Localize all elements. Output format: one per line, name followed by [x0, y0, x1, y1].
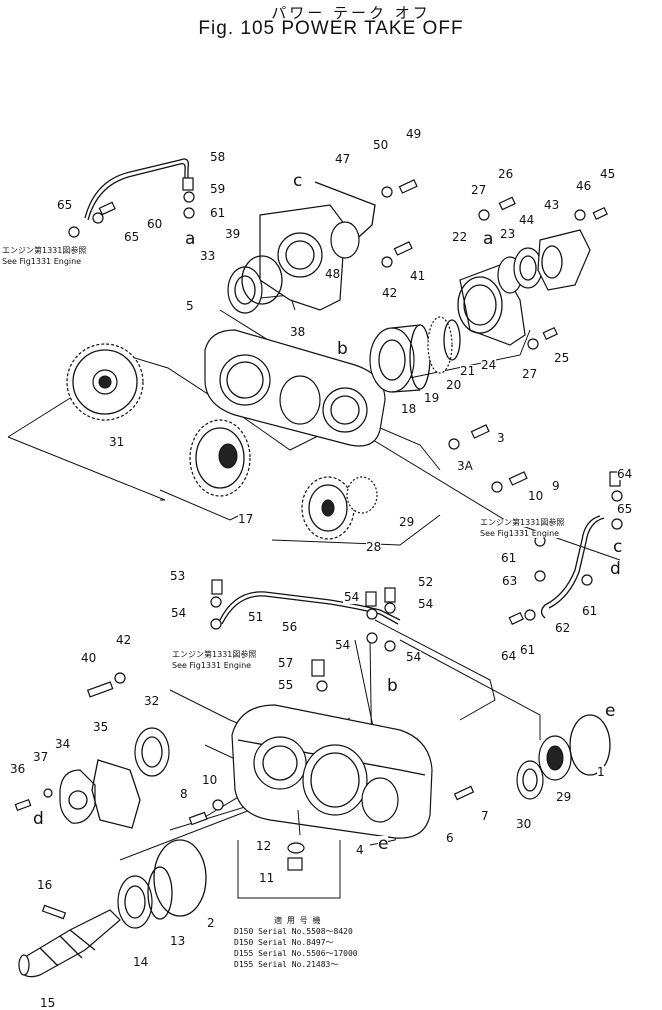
bearing-33 [227, 255, 283, 314]
oil-tube-right [540, 515, 605, 619]
serial-applicability-note: 適 用 号 機 D150 Serial No.5508～8420 D150 Se… [234, 915, 358, 970]
flange-cover-34 [59, 769, 96, 824]
serial-heading: 適 用 号 機 [274, 916, 321, 925]
diagram-title-japanese: パワー テーク オフ [271, 4, 431, 22]
serial-line: D155 Serial No.5506～17000 [234, 949, 358, 958]
cover-plate [204, 329, 386, 447]
gear-19-20-21 [427, 316, 461, 374]
bearing-29-lower [538, 735, 572, 781]
bearing-14 [117, 875, 153, 929]
upper-housing [259, 181, 376, 311]
gasket-35 [91, 759, 141, 829]
gear-31 [66, 343, 144, 421]
gear-29 [346, 476, 378, 514]
bolts [14, 177, 621, 826]
washers [43, 186, 623, 811]
snap-ring-1 [569, 714, 611, 776]
serial-line: D150 Serial No.8497～ [234, 938, 334, 947]
gear-17 [189, 419, 251, 497]
cover-43 [537, 229, 591, 291]
bearing-32 [134, 727, 170, 777]
seal-23-44 [497, 247, 543, 294]
oil-tube-upper [84, 158, 189, 221]
plug-inset [237, 809, 341, 899]
gear-28 [301, 476, 355, 540]
key-16 [41, 904, 67, 920]
diagram-title: Fig. 105 POWER TAKE OFF [198, 18, 464, 39]
seal-2 [153, 839, 207, 917]
output-shaft-15 [18, 909, 121, 978]
serial-line: D150 Serial No.5508～8420 [234, 927, 353, 936]
main-housing [231, 704, 433, 839]
seal-30 [516, 760, 544, 800]
ring-13 [147, 866, 173, 920]
bearing-18 [369, 324, 431, 393]
serial-line: D155 Serial No.21483～ [234, 960, 339, 969]
